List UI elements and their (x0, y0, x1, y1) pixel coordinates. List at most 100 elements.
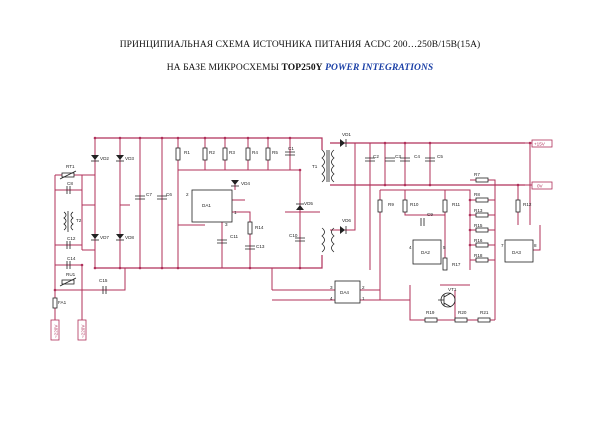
svg-text:R16: R16 (474, 238, 483, 243)
svg-text:C10: C10 (289, 233, 298, 238)
svg-text:1: 1 (234, 210, 237, 215)
svg-text:~220V: ~220V (81, 324, 86, 338)
diode-vd8: VD8 (116, 234, 134, 241)
terminal-ac-2: ~220V (77, 319, 87, 341)
svg-text:~220V: ~220V (54, 324, 59, 338)
svg-text:C3: C3 (395, 154, 401, 159)
svg-text:FA1: FA1 (58, 300, 67, 305)
svg-text:1: 1 (362, 296, 365, 301)
diode-vd1: VD1 (340, 132, 351, 147)
svg-text:C13: C13 (256, 244, 265, 249)
schematic-subtitle: НА БАЗЕ МИКРОСХЕМЫ TOP250Y POWER INTEGRA… (0, 63, 600, 73)
svg-text:2: 2 (362, 285, 365, 290)
capacitor-c10: C10 (289, 233, 305, 242)
capacitor-c5: C5 (425, 154, 443, 162)
resistor-r2: R2 (202, 147, 215, 161)
resistor-r1: R1 (175, 147, 190, 161)
diode-vd5: VD5 (296, 201, 313, 210)
svg-text:R2: R2 (209, 150, 215, 155)
diode-vd2: VD2 (91, 155, 109, 162)
svg-text:RT1: RT1 (66, 164, 75, 169)
svg-text:R11: R11 (452, 202, 461, 207)
capacitor-c15: C15 (99, 278, 108, 294)
chip-da3: DA3 7 8 (501, 239, 537, 263)
svg-text:R1: R1 (184, 150, 190, 155)
varistor-ru1: RU1 (59, 272, 77, 287)
svg-text:C12: C12 (67, 236, 76, 241)
capacitor-c9: C9 (420, 212, 433, 226)
resistor-r15: R15 (474, 223, 489, 233)
svg-text:C5: C5 (437, 154, 443, 159)
resistor-r20: R20 (454, 310, 468, 323)
svg-text:R7: R7 (474, 172, 480, 177)
resistor-r16: R16 (474, 238, 489, 248)
svg-text:C1: C1 (288, 146, 294, 151)
svg-text:8: 8 (534, 243, 537, 248)
schematic-title: ПРИНЦИПИАЛЬНАЯ СХЕМА ИСТОЧНИКА ПИТАНИЯ A… (119, 40, 481, 50)
svg-text:R14: R14 (255, 225, 264, 230)
resistor-r18: R18 (474, 253, 489, 263)
svg-text:R3: R3 (229, 150, 235, 155)
svg-text:DA4: DA4 (340, 290, 349, 295)
diode-vd3: VD3 (116, 155, 134, 162)
svg-text:+15V: +15V (534, 142, 546, 147)
resistor-r13: R13 (474, 208, 489, 218)
svg-text:3: 3 (330, 285, 333, 290)
svg-text:2: 2 (186, 192, 189, 197)
transformer-t1: T1 (312, 149, 335, 253)
resistor-r7: R7 (474, 172, 489, 183)
diode-vd6: VD6 (340, 218, 351, 234)
svg-text:VD3: VD3 (125, 156, 134, 161)
svg-text:VD5: VD5 (304, 201, 313, 206)
resistor-r10: R10 (402, 199, 419, 213)
capacitor-c7: C7 (135, 192, 152, 200)
svg-text:C4: C4 (414, 154, 420, 159)
capacitor-c11: C11 (217, 234, 239, 244)
capacitor-c12: C12 (66, 236, 76, 249)
svg-text:VD4: VD4 (241, 181, 250, 186)
resistor-r19: R19 (424, 310, 438, 323)
wiring (54, 137, 541, 321)
svg-text:R17: R17 (452, 262, 461, 267)
svg-text:VD6: VD6 (342, 218, 351, 223)
resistor-r14: R14 (247, 221, 264, 235)
subtitle-prefix: НА БАЗЕ МИКРОСХЕМЫ (166, 63, 282, 73)
resistor-r8: R8 (474, 192, 489, 203)
svg-text:C15: C15 (99, 278, 108, 283)
diode-vd7: VD7 (91, 234, 109, 241)
svg-text:3: 3 (225, 222, 228, 227)
terminal-plus-15v: +15V (531, 139, 553, 148)
svg-text:DA1: DA1 (202, 203, 211, 208)
svg-text:T2: T2 (76, 218, 82, 223)
svg-text:R8: R8 (474, 192, 480, 197)
svg-text:5: 5 (443, 245, 446, 250)
svg-text:T1: T1 (312, 164, 318, 169)
chip-da4: DA4 3 4 2 1 (330, 280, 365, 304)
chip-name: TOP250Y (281, 63, 323, 73)
resistor-r21: R21 (477, 310, 491, 323)
svg-text:C8: C8 (67, 181, 73, 186)
svg-text:R15: R15 (474, 223, 483, 228)
svg-text:4: 4 (409, 245, 412, 250)
svg-text:C7: C7 (146, 192, 152, 197)
capacitor-c13: C13 (245, 244, 265, 250)
terminal-ac-1: ~220V (50, 319, 60, 341)
svg-text:DA2: DA2 (421, 250, 430, 255)
svg-text:C14: C14 (67, 256, 76, 261)
svg-text:C2: C2 (373, 154, 379, 159)
svg-text:7: 7 (501, 243, 504, 248)
svg-text:0V: 0V (537, 184, 544, 189)
svg-text:VD2: VD2 (100, 156, 109, 161)
svg-text:VD8: VD8 (125, 235, 134, 240)
svg-text:RU1: RU1 (66, 272, 76, 277)
thermistor-rt1: RT1 (59, 164, 77, 180)
capacitor-c4: C4 (400, 154, 420, 162)
svg-text:C9: C9 (427, 212, 433, 217)
svg-text:C6: C6 (166, 192, 172, 197)
capacitor-c14: C14 (66, 256, 76, 269)
terminal-0v: 0V (531, 181, 553, 190)
svg-text:VT1: VT1 (448, 287, 457, 292)
svg-text:VD1: VD1 (342, 132, 351, 137)
capacitor-c3: C3 (385, 154, 401, 162)
